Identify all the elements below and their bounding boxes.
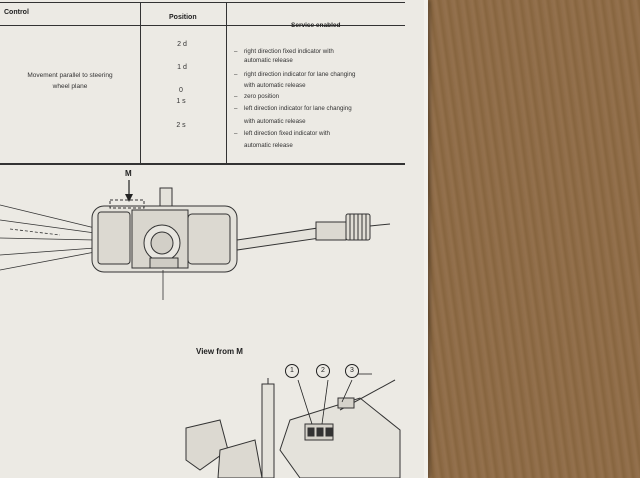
service-line: with automatic release [244,82,306,89]
position-value: 1 s [176,98,186,105]
table-bottom-rule [0,163,405,165]
page-edge [424,0,428,478]
callout-2: 2 [316,364,330,378]
table-column-divider [226,2,227,164]
control-description: Movement parallel to steering wheel plan… [0,70,140,92]
header-service: Service enabled [291,22,341,29]
view-label: View from M [196,347,243,356]
arrow-label: M [125,169,132,178]
steering-column-lines [0,204,96,271]
service-line: –right direction fixed indicator with [234,48,334,55]
manual-page: Control Position Service enabled Movemen… [0,0,428,478]
service-line: automatic release [244,57,293,64]
controls-table: Control Position Service enabled Movemen… [0,0,405,165]
service-line: –left direction indicator for lane chang… [234,105,352,112]
table-top-rule [0,2,405,3]
service-line: automatic release [244,142,293,149]
control-line: Movement parallel to steering [27,72,113,79]
service-line: –right direction indicator for lane chan… [234,71,356,78]
header-control: Control [4,9,29,16]
control-line: wheel plane [52,83,88,90]
position-value: 2 d [177,41,187,48]
header-position: Position [169,14,197,21]
callout-3: 3 [345,364,359,378]
callout-1: 1 [285,364,299,378]
table-column-divider [140,2,141,164]
service-line: –left direction fixed indicator with [234,130,330,137]
service-line: –zero position [234,93,280,100]
switch-detail-view [185,378,401,478]
indicator-stalk [236,213,391,251]
switch-diagram: M View from M [0,169,401,478]
position-value: 2 s [176,122,186,129]
position-value: 0 [179,87,183,94]
table-header-rule [0,25,405,26]
combination-switch [91,187,238,273]
service-line: with automatic release [244,118,306,125]
callout-leaders [297,373,372,425]
position-value: 1 d [177,64,187,71]
arrow-head-icon [125,194,133,202]
